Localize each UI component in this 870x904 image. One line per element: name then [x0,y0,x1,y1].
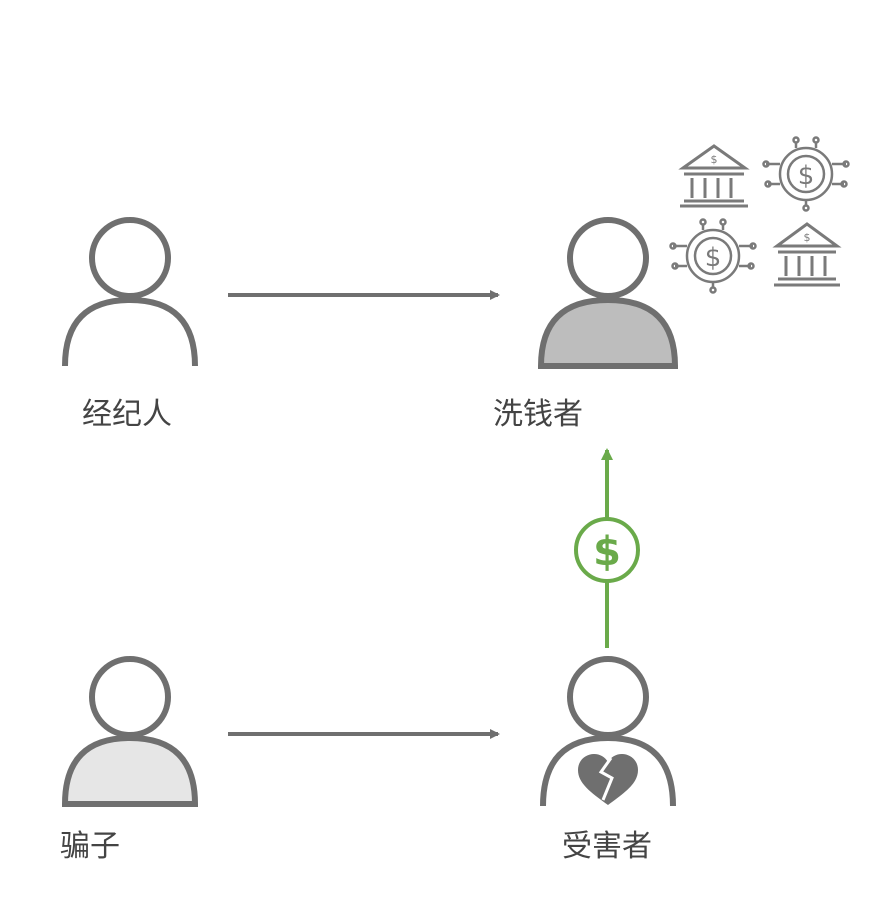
scammer-label: 骗子 [60,829,120,864]
broker-label: 经纪人 [82,397,172,432]
broken-heart-icon [578,754,638,805]
bank-icon: $ [678,144,750,208]
broker-person-icon [62,217,198,367]
svg-text:$: $ [593,529,621,575]
launderer-label: 洗钱者 [493,397,583,432]
svg-text:$: $ [798,161,815,191]
svg-text:$: $ [804,231,811,244]
victim-person-icon [540,656,676,807]
dollar-coin-circuit-icon: $ [669,218,757,294]
svg-text:$: $ [711,153,718,166]
svg-text:$: $ [705,243,722,273]
victim-label: 受害者 [562,829,652,864]
dollar-circle-icon: $ [574,517,640,583]
scammer-person-icon [61,656,199,807]
dollar-coin-circuit-icon: $ [762,136,850,212]
launderer-person-icon [537,217,679,369]
bank-icon: $ [772,222,842,287]
